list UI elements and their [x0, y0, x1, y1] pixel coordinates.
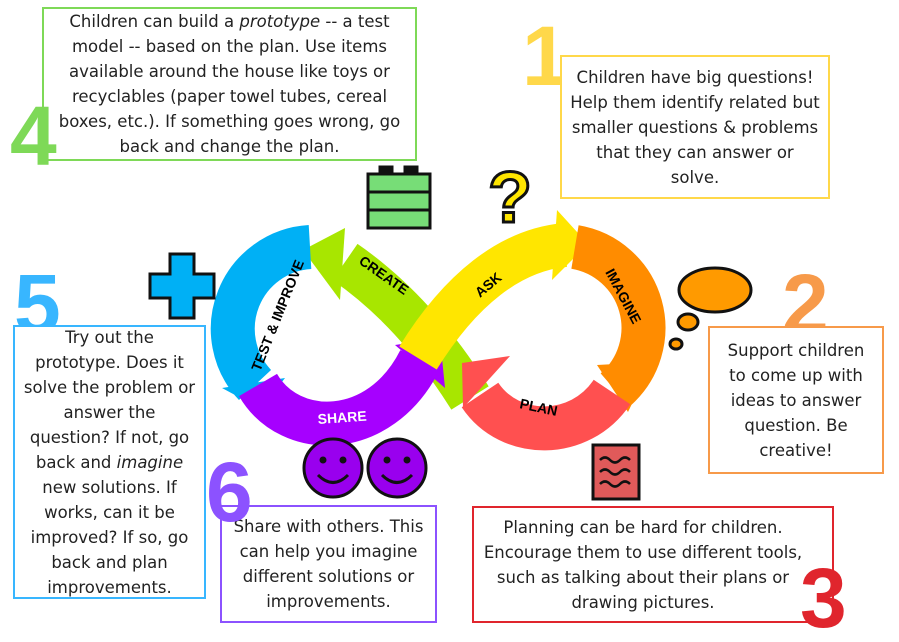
step-3-text: Planning can be hard for children. Encou… [483, 517, 803, 612]
step-4-text: Children can build a prototype -- a test… [58, 12, 401, 156]
step-1-box: Children have big questions! Help them i… [560, 55, 830, 199]
step-2-box: Support children to come up with ideas t… [708, 326, 884, 474]
step-number-4: 4 [10, 89, 57, 183]
ask-arrow [399, 210, 588, 370]
step-6-box: Share with others. This can help you ima… [220, 505, 437, 623]
imagine-arrow [570, 225, 666, 412]
wavy-paper-icon [591, 443, 641, 501]
plan-arrow [461, 356, 631, 451]
step-4-box: Children can build a prototype -- a test… [42, 7, 417, 161]
step-2-text: Support children to come up with ideas t… [727, 340, 865, 460]
step-5-text: Try out the prototype. Does it solve the… [23, 327, 196, 597]
stage-label-plan: PLAN [518, 395, 559, 419]
step-6-text: Share with others. This can help you ima… [233, 517, 424, 611]
question-mark-icon: ? [488, 158, 532, 238]
step-number-6: 6 [206, 445, 253, 539]
lego-brick-icon [366, 165, 432, 230]
step-3-box: Planning can be hard for children. Encou… [472, 506, 834, 623]
plus-icon [148, 252, 216, 320]
thought-cloud-icon [668, 266, 753, 351]
step-number-3: 3 [800, 551, 847, 642]
smiley-face-icon [366, 437, 428, 499]
stage-label-share: SHARE [317, 408, 367, 427]
step-1-text: Children have big questions! Help them i… [570, 67, 820, 187]
smiley-face-icon [302, 437, 364, 499]
step-5-box: Try out the prototype. Does it solve the… [13, 325, 206, 599]
